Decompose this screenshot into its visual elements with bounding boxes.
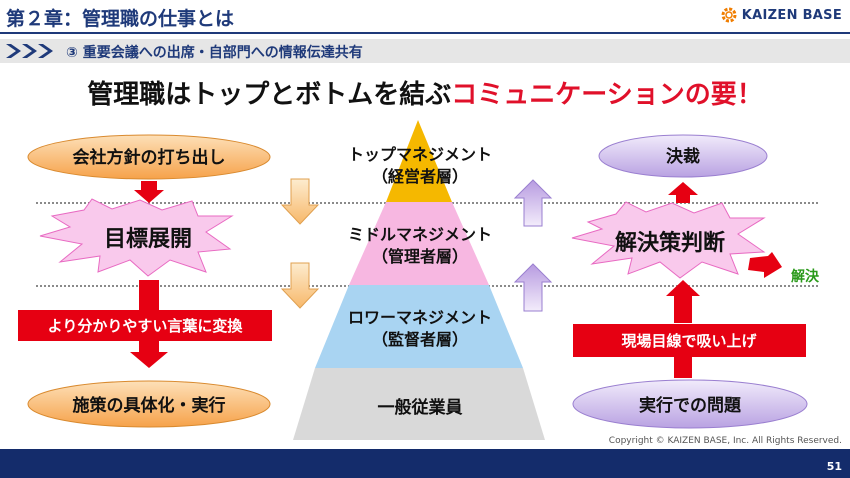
top-mgmt-sublabel: （経営者層） (372, 167, 468, 186)
hollow-down-arrow-2 (280, 262, 320, 309)
middle-mgmt-sublabel: （管理者層） (372, 247, 468, 266)
pyramid-base (293, 368, 545, 440)
problem-oval (572, 379, 808, 429)
section-subtitle: ③ 重要会議への出席・自部門への情報伝達共有 (66, 45, 363, 61)
decision-burst-label: 解決策判断 (615, 230, 725, 256)
lower-mgmt-sublabel: （監督者層） (372, 330, 468, 349)
company-logo: KAIZEN BASE (720, 6, 842, 24)
convert-bar (18, 310, 272, 341)
problem-oval-label: 実行での問題 (639, 395, 742, 416)
execution-oval-label: 施策の具体化・実行 (73, 395, 226, 416)
top-mgmt-label: トップマネジメント (348, 145, 492, 164)
chapter-title: 第２章：管理職の仕事とは (6, 8, 235, 30)
collect-bar-label: 現場目線で吸い上げ (621, 332, 757, 350)
hollow-down-arrow-1 (280, 178, 320, 225)
policy-oval-label: 会社方針の打ち出し (73, 147, 226, 168)
lower-mgmt-label: ロワーマネジメント (348, 308, 492, 327)
headline-part2: コミュニケーションの要！ (451, 80, 763, 110)
logo-text: KAIZEN BASE (741, 7, 842, 23)
chevrons-icon (6, 44, 53, 58)
copyright: Copyright © KAIZEN BASE, Inc. All Rights… (608, 436, 842, 446)
decision-burst (571, 201, 766, 279)
footer-bar (0, 449, 850, 478)
up-arrow-middle (666, 280, 700, 323)
collect-bar (573, 324, 806, 357)
hollow-up-arrow-2 (513, 263, 553, 312)
base-label: 一般従業員 (378, 397, 463, 418)
resolve-label: 解決 (791, 268, 820, 285)
gear-icon (721, 7, 737, 23)
up-arrow-top (668, 182, 698, 203)
subtitle-bar (0, 39, 850, 63)
down-arrow-3 (130, 341, 168, 368)
resolve-arrow (748, 252, 782, 278)
up-arrow-bottom-shaft (674, 357, 692, 378)
pyramid-lower (315, 285, 523, 368)
down-arrow-1 (134, 181, 164, 203)
pyramid-middle (349, 202, 489, 285)
convert-bar-label: より分かりやすい言葉に変換 (48, 317, 244, 335)
hollow-up-arrow-1 (513, 179, 553, 227)
headline-part1: 管理職はトップとボトムを結ぶ (87, 80, 452, 110)
goal-burst-label: 目標展開 (104, 227, 192, 252)
header-divider (0, 32, 850, 34)
approval-oval (598, 134, 768, 178)
pyramid-top (386, 120, 452, 202)
middle-mgmt-label: ミドルマネジメント (348, 225, 492, 244)
execution-oval (27, 380, 271, 428)
headline: 管理職はトップとボトムを結ぶコミュニケーションの要！ (0, 74, 850, 111)
down-arrow-2-shaft (139, 280, 159, 310)
policy-oval (27, 134, 271, 180)
goal-burst (39, 198, 234, 277)
page-number: 51 (826, 460, 842, 473)
approval-oval-label: 決裁 (666, 146, 700, 167)
